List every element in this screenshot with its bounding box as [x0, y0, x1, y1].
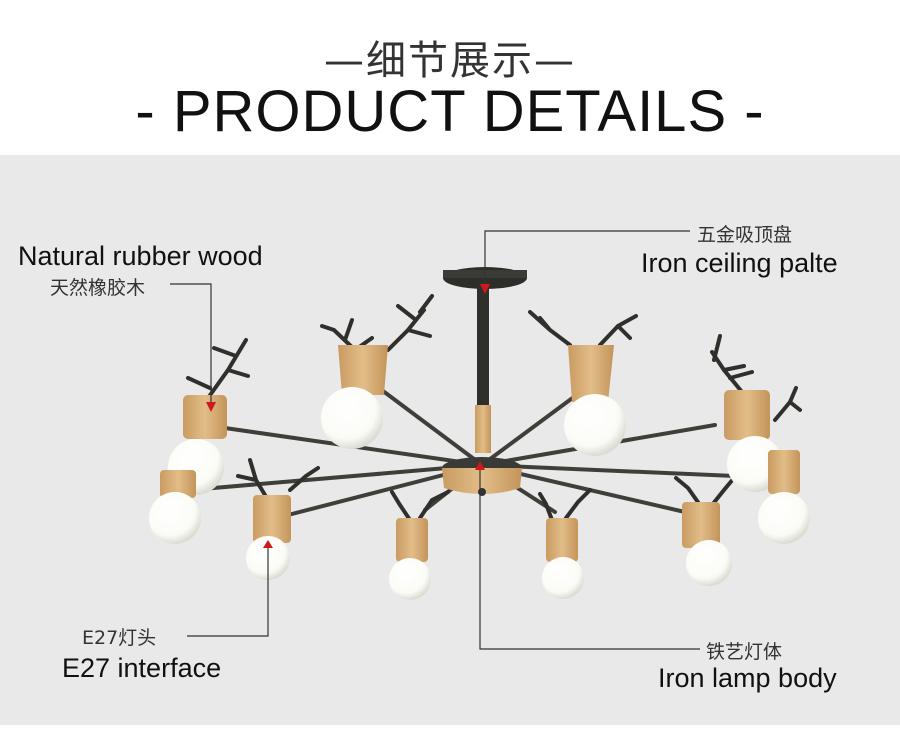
center-rod [475, 283, 491, 453]
callout-body-en: Iron lamp body [658, 663, 837, 693]
page-title: - PRODUCT DETAILS - [135, 79, 765, 144]
callout-lines [170, 230, 700, 650]
callout-wood-en: Natural rubber wood [18, 241, 263, 271]
footer-strip [0, 725, 900, 752]
header: —细节展示— - PRODUCT DETAILS - [0, 0, 900, 155]
callout-interface-en: E27 interface [62, 653, 222, 683]
callout-markers [206, 284, 490, 548]
lamp-heads [149, 345, 810, 600]
callout-body-cn: 铁艺灯体 [706, 641, 783, 663]
center-hub [442, 457, 522, 496]
callout-ceiling-en: Iron ceiling palte [641, 248, 838, 278]
callout-interface-cn: E27灯头 [82, 627, 157, 649]
page-title-chinese: —细节展示— [324, 38, 576, 84]
callout-ceiling-cn: 五金吸顶盘 [697, 224, 793, 246]
callout-wood-cn: 天然橡胶木 [50, 277, 146, 299]
